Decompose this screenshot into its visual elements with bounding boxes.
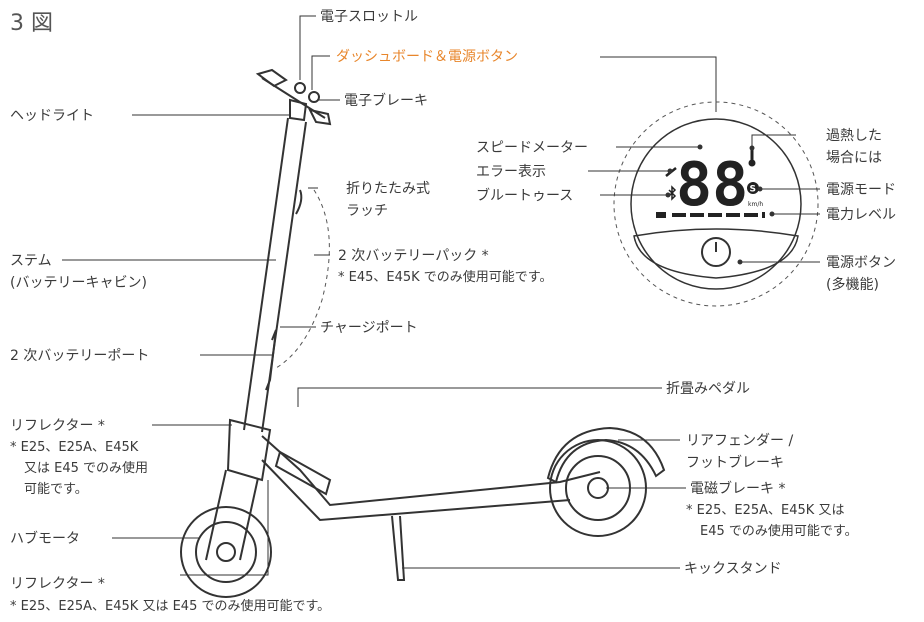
power-button[interactable] (701, 237, 731, 267)
label-folding-latch-1: 折りたたみ式 (346, 181, 430, 197)
speed-digits: 88 (676, 150, 748, 220)
label-folding-pedal: 折畳みペダル (666, 381, 750, 397)
front-wheel-rim (195, 521, 257, 583)
label-dashboard: ダッシュボード＆電源ボタン (336, 49, 518, 65)
label-charge-port: チャージポート (320, 320, 418, 336)
deck-bottom (261, 459, 571, 522)
fork-left (205, 469, 227, 561)
label-em-brake: 電磁ブレーキ * (690, 480, 785, 497)
speed-unit: km/h (748, 201, 763, 208)
label-power-mode: 電源モード (826, 182, 896, 198)
battery-port-tab (265, 329, 277, 391)
throttle-knob (294, 82, 306, 94)
figure-title: 3 図 (10, 11, 53, 36)
headlight-body (289, 98, 308, 122)
stem-left (243, 117, 289, 431)
dashboard-face (630, 118, 802, 290)
label-reflector-top-note-2: 又は E45 でのみ使用 (24, 460, 148, 476)
label-rear-fender-2: フットブレーキ (686, 454, 784, 471)
label-reflector-top-note-3: 可能です。 (24, 482, 88, 497)
scooter-illustration (180, 68, 666, 598)
rear-hub (587, 477, 609, 499)
thermometer-bulb (748, 159, 756, 167)
label-em-brake-note-1: * E25、E25A、E45K 又は (686, 503, 844, 518)
left-grip (255, 68, 288, 88)
right-grip (308, 108, 332, 126)
label-reflector-bottom-note: * E25、E25A、E45K 又は E45 でのみ使用可能です。 (10, 598, 330, 614)
folding-latch (295, 189, 303, 215)
label-rear-fender-1: リアフェンダー / (686, 433, 793, 449)
battery-icon (656, 212, 666, 218)
label-stem-1: ステム (10, 253, 52, 269)
folding-pedal-part (274, 450, 332, 496)
label-second-battery-pack: 2 次バッテリーパック * (338, 248, 489, 264)
dashboard-leader-lines (588, 134, 820, 265)
label-reflector-bottom: リフレクター * (10, 576, 105, 592)
secondary-battery-outline (275, 189, 330, 369)
power-level-bar (672, 212, 765, 218)
front-hub (216, 542, 236, 562)
leader-lines (62, 15, 717, 576)
label-throttle: 電子スロットル (320, 9, 418, 25)
label-bluetooth: ブルートゥース (476, 187, 573, 204)
label-kickstand: キックスタンド (684, 561, 782, 577)
mode-badge: S (750, 185, 756, 195)
label-brake: 電子ブレーキ (344, 92, 428, 109)
label-second-battery-note: * E45、E45K でのみ使用可能です。 (338, 269, 553, 285)
label-em-brake-note-2: E45 でのみ使用可能です。 (700, 523, 858, 539)
label-overheat-1: 過熱した (826, 128, 882, 144)
fork-right (239, 477, 259, 561)
rear-fender-part (546, 426, 666, 484)
bluetooth-icon (668, 185, 677, 201)
label-power-button-1: 電源ボタン (826, 255, 896, 271)
power-button-panel (633, 228, 799, 279)
label-stem-2: (バッテリーキャビン) (10, 275, 147, 291)
label-power-level: 電力レベル (826, 207, 896, 223)
steering-neck (226, 418, 272, 482)
deck-top (261, 435, 601, 507)
label-power-button-2: (多機能) (826, 276, 879, 293)
dashboard-zoom-circle (613, 101, 819, 307)
label-speed-meter: スピードメーター (476, 140, 588, 156)
front-wheel (180, 506, 272, 598)
label-reflector-top-note-1: * E25、E25A、E45K (10, 440, 139, 455)
label-second-battery-port: 2 次バッテリーポート (10, 348, 149, 364)
label-headlight: ヘッドライト (10, 108, 94, 124)
mode-badge-bg (747, 182, 759, 194)
brake-knob (308, 91, 320, 103)
kickstand-part (391, 515, 406, 581)
dashboard-detail: 88 km/h S (613, 101, 819, 307)
label-overheat-2: 場合には (826, 150, 882, 166)
label-reflector-top: リフレクター * (10, 418, 105, 434)
label-folding-latch-2: ラッチ (346, 203, 388, 219)
label-hub-motor: ハブモータ (10, 530, 80, 547)
label-error-display: エラー表示 (476, 164, 546, 180)
